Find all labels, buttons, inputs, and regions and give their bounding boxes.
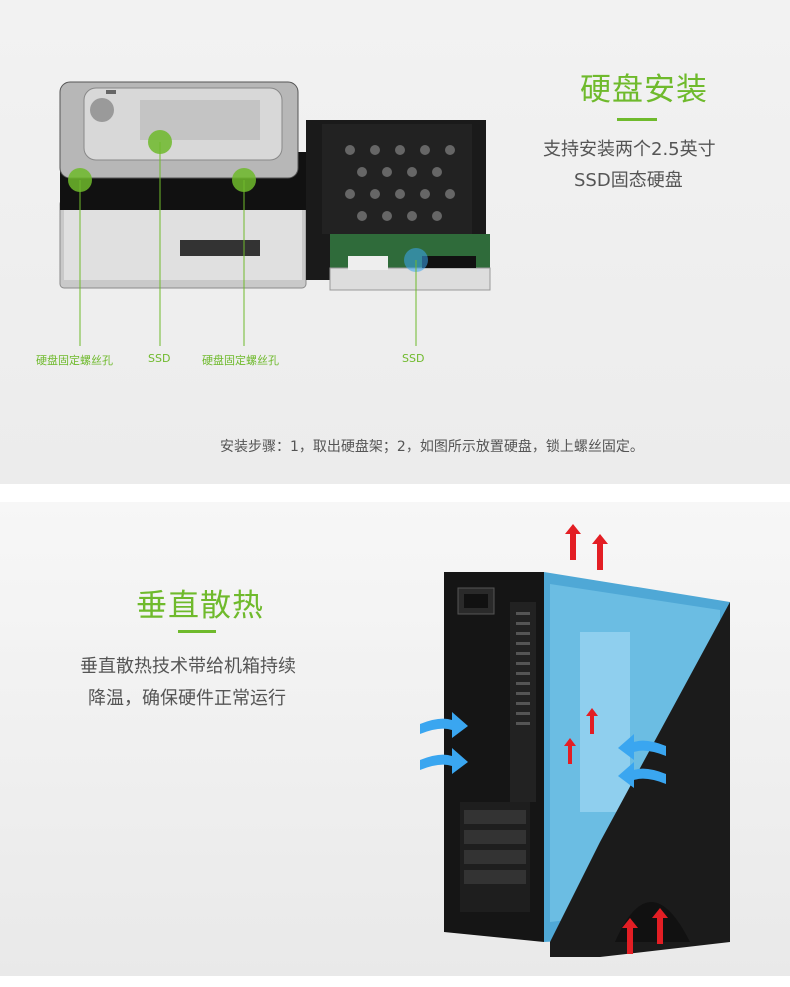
label-ssd-left: SSD bbox=[148, 352, 171, 365]
hdd-install-desc-line2: SSD固态硬盘 bbox=[574, 170, 683, 191]
pc-case-illustration bbox=[420, 524, 730, 957]
cooling-desc-line2: 降温，确保硬件正常运行 bbox=[88, 688, 286, 709]
label-ssd-right: SSD bbox=[402, 352, 425, 365]
drive-bay-illustration bbox=[59, 81, 491, 346]
title-underline bbox=[617, 118, 657, 121]
label-screw-hole-right: 硬盘固定螺丝孔 bbox=[202, 354, 279, 367]
label-screw-hole-left: 硬盘固定螺丝孔 bbox=[36, 354, 113, 367]
hdd-install-section: 硬盘固定螺丝孔 SSD 硬盘固定螺丝孔 SSD 硬盘安装 支持安装两个2.5英寸… bbox=[0, 0, 790, 484]
cooling-desc-line1: 垂直散热技术带给机箱持续 bbox=[80, 656, 296, 677]
install-steps: 安装步骤：1，取出硬盘架；2，如图所示放置硬盘，锁上螺丝固定。 bbox=[220, 439, 644, 455]
hdd-install-desc-line1: 支持安装两个2.5英寸 bbox=[543, 139, 716, 160]
title-underline bbox=[178, 630, 216, 633]
vertical-cooling-section: 垂直散热 垂直散热技术带给机箱持续 降温，确保硬件正常运行 bbox=[0, 502, 790, 976]
cooling-title: 垂直散热 bbox=[136, 588, 264, 624]
hdd-install-title: 硬盘安装 bbox=[580, 72, 708, 108]
